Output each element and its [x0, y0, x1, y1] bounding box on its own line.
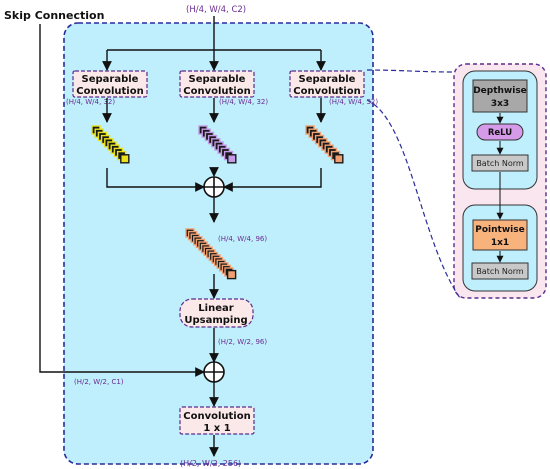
batch-norm-2-block: Batch Norm	[471, 262, 529, 280]
pointwise-line2: 1x1	[491, 238, 509, 248]
separable-conv-2-line2: Convolution	[183, 86, 250, 97]
relu-block: ReLU	[476, 123, 524, 141]
feature-stack-3	[305, 125, 344, 164]
batch-norm-1-block: Batch Norm	[471, 154, 529, 172]
feature-stack-1	[91, 125, 130, 164]
depthwise-block: Depthwise 3x3	[472, 79, 528, 113]
stack-1-to-concat	[106, 168, 205, 192]
depthwise-line2: 3x3	[491, 99, 509, 109]
feature-stack-1-slice	[120, 154, 130, 164]
concat-node	[203, 176, 225, 198]
zoom-connector-bottom	[366, 99, 461, 299]
relu-label: ReLU	[488, 128, 512, 138]
batch-norm-2-label: Batch Norm	[476, 267, 524, 276]
output-dims: (H/2, W/2, 256)	[180, 459, 241, 468]
decoder-panel	[63, 22, 374, 465]
separable-conv-3-line1: Separable	[299, 74, 356, 85]
skip-dims: (H/2, W/2, C1)	[74, 378, 124, 386]
final-conv-block: Convolution 1 x 1	[179, 406, 255, 435]
separable-conv-1: Separable Convolution	[72, 70, 148, 98]
separable-conv-3: Separable Convolution	[289, 70, 365, 98]
stack-3-to-concat	[223, 168, 322, 192]
batch-norm-1-label: Batch Norm	[476, 159, 524, 168]
sepconv-2-dims: (H/4, W/4, 32)	[219, 98, 268, 106]
separable-conv-1-line1: Separable	[82, 74, 139, 85]
feature-stack-2-slice	[227, 154, 237, 164]
skip-connection-path	[39, 24, 205, 377]
input-dims: (H/4, W/4, C2)	[186, 5, 246, 15]
separable-conv-3-line2: Convolution	[293, 86, 360, 97]
depthwise-line1: Depthwise	[473, 86, 527, 96]
separable-conv-2: Separable Convolution	[179, 70, 255, 98]
final-conv-line1: Convolution	[183, 411, 250, 422]
merge-node	[203, 361, 225, 383]
upsampled-dims: (H/2, W/2, 96)	[218, 338, 267, 346]
concat-feature-stack	[185, 228, 237, 280]
feature-stacks	[91, 125, 344, 280]
upsampling-line2: Upsamping	[184, 315, 247, 326]
separable-conv-1-line2: Convolution	[76, 86, 143, 97]
zoom-connector-top	[366, 69, 455, 73]
final-conv-line2: 1 x 1	[203, 423, 230, 434]
feature-stack-3-slice	[334, 154, 344, 164]
sepconv-3-dims: (H/4, W/4, 32)	[329, 98, 378, 106]
concat-feature-stack-slice	[226, 269, 237, 280]
upsampling-line1: Linear	[198, 303, 233, 314]
concat-dims: (H/4, W/4, 96)	[218, 235, 267, 243]
feature-stack-2	[198, 125, 237, 164]
sepconv-1-dims: (H/4, W/4, 32)	[66, 98, 115, 106]
skip-connection-label: Skip Connection	[4, 9, 104, 22]
pointwise-block: Pointwise 1x1	[472, 219, 528, 251]
linear-upsampling-block: Linear Upsamping	[179, 298, 254, 328]
separable-conv-2-line1: Separable	[189, 74, 246, 85]
pointwise-line1: Pointwise	[475, 225, 524, 235]
